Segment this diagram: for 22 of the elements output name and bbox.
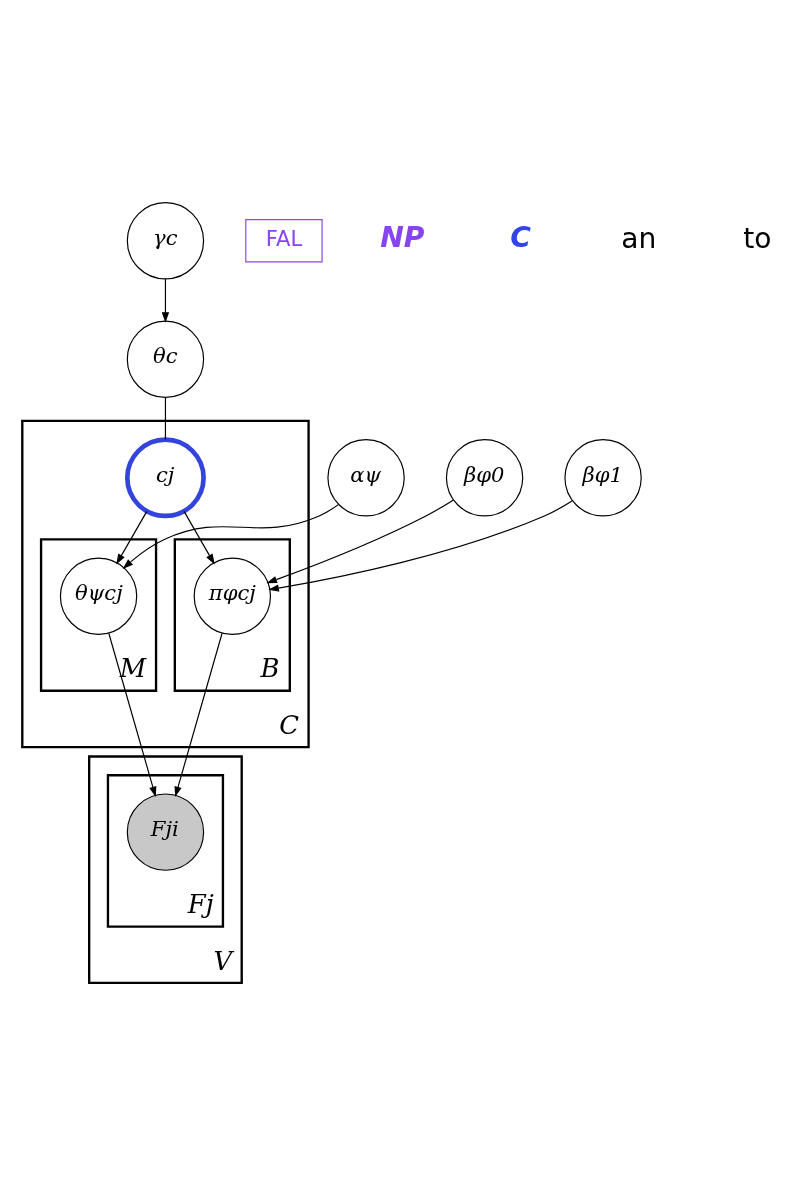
node-circle: γc	[126, 201, 205, 280]
arrow	[122, 503, 339, 569]
label: an	[621, 221, 657, 255]
arrow	[161, 278, 170, 323]
label: C	[510, 220, 532, 254]
node-circle: πφcj	[193, 557, 272, 635]
node-circle: βφ0	[445, 438, 524, 517]
arrow	[108, 632, 157, 797]
node-circle: αψ	[327, 438, 405, 517]
node-circle: cj	[124, 436, 206, 518]
label: to	[743, 221, 772, 255]
connector	[164, 396, 167, 440]
arrow	[116, 510, 148, 564]
node-box: FAL	[245, 218, 323, 263]
node-circle: βφ1	[564, 438, 642, 517]
node-circle: θc	[126, 320, 205, 398]
label: NP	[380, 220, 425, 254]
arrow	[266, 498, 455, 583]
arrow	[174, 632, 223, 797]
arrow	[183, 510, 215, 564]
arrow	[268, 499, 573, 592]
node-circle: Fji	[126, 792, 205, 871]
